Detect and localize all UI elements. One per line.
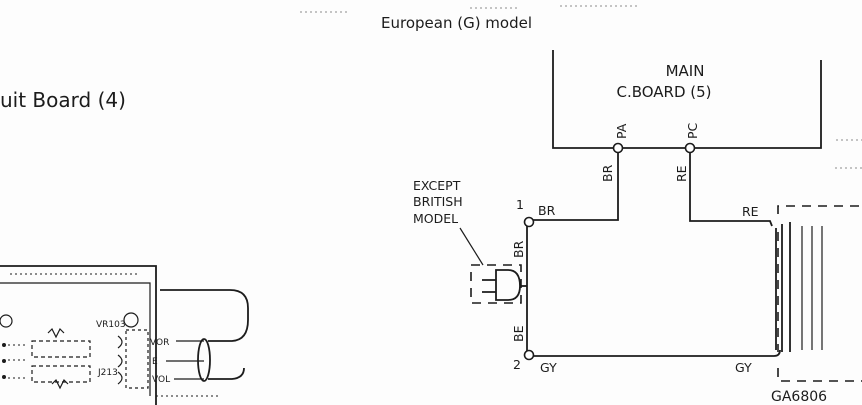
terminal-2 <box>523 349 535 361</box>
except-line-3: MODEL <box>413 211 458 226</box>
left-dot <box>2 359 6 363</box>
gy-right-label: GY <box>735 360 752 375</box>
main-board-block: MAIN C.BOARD (5) PA PC <box>552 50 822 149</box>
except-british-note: EXCEPT BRITISH MODEL <box>413 178 484 266</box>
wiring: BR BR RE RE 1 BR BE 2 GY GY <box>511 142 781 375</box>
vol-label: VOL <box>152 375 170 385</box>
e-label: E <box>152 357 158 367</box>
gy-left-label: GY <box>540 360 557 375</box>
br-horizontal-label: BR <box>538 203 556 218</box>
pin-1-label: 1 <box>516 197 524 212</box>
part-code: GA6806 <box>771 389 827 405</box>
pin-pc-terminal <box>684 142 696 154</box>
vor-label: VOR <box>150 338 169 348</box>
model-title: European (G) model <box>381 14 532 32</box>
except-line-2: BRITISH <box>413 194 463 209</box>
plug-icon <box>470 264 527 304</box>
main-board-line1: MAIN <box>666 62 705 80</box>
except-line-1: EXCEPT <box>413 178 461 193</box>
left-board-title: uit Board (4) <box>0 88 126 112</box>
left-dot <box>2 343 6 347</box>
vr103-label: VR103 <box>96 320 126 330</box>
pin-2-label: 2 <box>513 357 521 372</box>
be-plug-label: BE <box>511 325 526 342</box>
left-board: VR103 J213 VOR E VOL <box>0 265 249 405</box>
re-vertical-label: RE <box>674 165 689 182</box>
terminal-1 <box>523 216 535 228</box>
main-board-line2: C.BOARD (5) <box>616 83 711 101</box>
br-plug-label: BR <box>511 240 526 258</box>
pin-pa-label: PA <box>614 123 629 139</box>
left-dot <box>2 375 6 379</box>
pin-pc-label: PC <box>685 122 700 139</box>
pin-pa-terminal <box>612 142 624 154</box>
coil-bundle <box>775 205 862 382</box>
br-vertical-label: BR <box>600 164 615 182</box>
re-horizontal-label: RE <box>742 204 759 219</box>
j213-label: J213 <box>97 368 118 378</box>
